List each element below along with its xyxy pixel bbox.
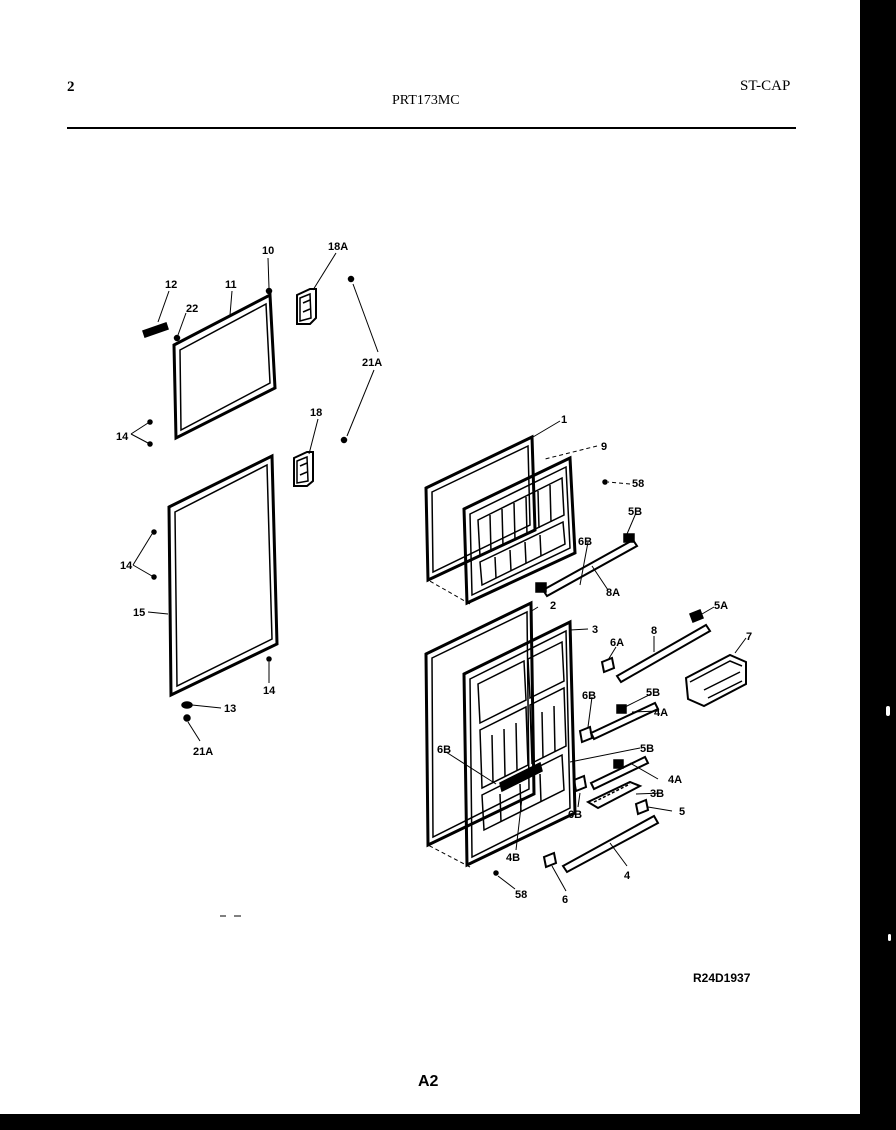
callout-14-upper: 14 (116, 431, 129, 443)
callout-5A: 5A (714, 600, 728, 612)
callout-15: 15 (133, 607, 145, 619)
end-cap-6B-mid (578, 725, 594, 744)
callout-6B-d: 6B (568, 809, 582, 821)
scan-margin-right (860, 0, 896, 1130)
freezer-door-liner-9 (462, 455, 577, 606)
callout-5B-bottom: 58 (515, 889, 527, 901)
callout-18: 18 (310, 407, 322, 419)
callout-5B-top: 58 (632, 478, 644, 490)
handle-18 (293, 451, 314, 487)
sheet-code: A2 (418, 1073, 439, 1090)
header-rule (67, 127, 796, 129)
callout-21A-bottom: 21A (193, 746, 213, 758)
page-number: 2 (67, 79, 75, 95)
callout-5B-c: 5B (640, 743, 654, 755)
callout-8A: 8A (606, 587, 620, 599)
callout-5B-b: 5B (646, 687, 660, 699)
freezer-door-gasket-11 (172, 292, 277, 441)
gasket-clip-12 (142, 322, 169, 338)
screw-22 (173, 334, 181, 342)
model-number: PRT173MC (392, 93, 460, 108)
leader-lines (130, 252, 747, 892)
screws-21A-top (340, 275, 355, 444)
callout-6B-b: 6B (582, 690, 596, 702)
freezer-door-outer-gasket-1 (424, 434, 537, 583)
callout-5B-a: 5B (628, 506, 642, 518)
callout-18A: 18A (328, 241, 348, 253)
callout-3: 3 (592, 624, 598, 636)
door-rail-4A-upper (589, 701, 660, 741)
callout-labels: 10 18A 12 11 22 21A 14 18 14 15 14 13 21… (116, 241, 752, 906)
callout-14-lower: 14 (263, 685, 276, 697)
end-cap-6 (542, 851, 558, 869)
callout-6A: 6A (610, 637, 624, 649)
fresh-food-door-outer-gasket-2 (424, 600, 536, 848)
callout-12: 12 (165, 279, 177, 291)
drawing-number: R24D1937 (693, 971, 751, 985)
shelf-rail-8A (535, 533, 639, 598)
callout-22: 22 (186, 303, 198, 315)
callout-2: 2 (550, 600, 556, 612)
callout-4A-lower: 4A (668, 774, 682, 786)
callout-8: 8 (651, 625, 657, 637)
hinge-pin-13 (181, 701, 193, 722)
screw-5B-lower (493, 870, 499, 876)
callout-3B: 3B (650, 788, 664, 800)
callout-13: 13 (224, 703, 236, 715)
callout-21A-top: 21A (362, 357, 382, 369)
door-rail-4 (561, 814, 660, 874)
egg-tray-3B (585, 780, 643, 810)
screws-14-upper (147, 419, 153, 447)
callout-11: 11 (225, 279, 237, 291)
callout-14-mid: 14 (120, 560, 133, 572)
callout-4: 4 (624, 870, 631, 882)
callout-10: 10 (262, 245, 274, 257)
dairy-bucket-7 (684, 653, 747, 708)
callout-7: 7 (746, 631, 752, 643)
callout-6: 6 (562, 894, 568, 906)
fresh-food-door-liner-3 (462, 619, 577, 868)
screw-10 (265, 287, 273, 295)
exploded-parts-diagram: 10 18A 12 11 22 21A 14 18 14 15 14 13 21… (116, 241, 752, 917)
callout-6B-c: 6B (437, 744, 451, 756)
door-rail-4A-lower (589, 755, 650, 791)
callout-6B-a: 6B (578, 536, 592, 548)
callout-4A-upper: 4A (654, 707, 668, 719)
parts-diagram-sheet: 2 PRT173MC ST-CAP (0, 0, 860, 1114)
shelf-rail-8 (615, 623, 712, 684)
scan-margin-bottom (0, 1114, 896, 1130)
screws-14-lower (151, 529, 272, 662)
handle-18A (296, 288, 317, 325)
model-variant: ST-CAP (740, 78, 791, 94)
screw-5B-upper (602, 479, 608, 485)
callout-4B: 4B (506, 852, 520, 864)
callout-1: 1 (561, 414, 567, 426)
end-cap-5 (634, 798, 650, 816)
callout-5: 5 (679, 806, 685, 818)
end-cap-6B-low (572, 774, 588, 793)
callout-9: 9 (601, 441, 607, 453)
end-cap-6A (600, 656, 616, 674)
end-cap-5A (689, 609, 704, 623)
fresh-food-door-gasket-15 (167, 453, 279, 698)
